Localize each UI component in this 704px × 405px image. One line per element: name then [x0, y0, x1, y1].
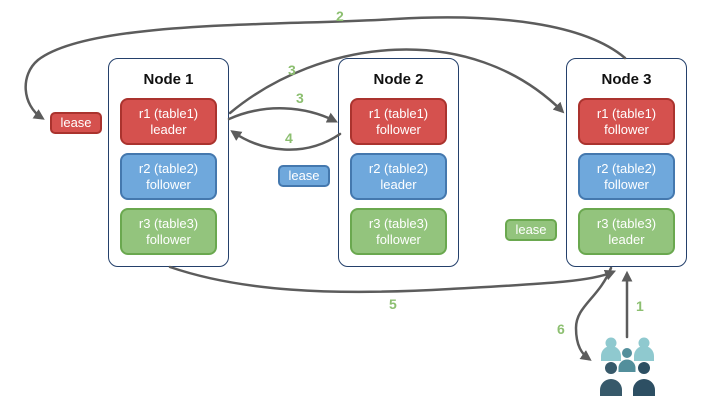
node-3-title: Node 3 [601, 71, 652, 88]
replica-label: r2 (table2) [368, 160, 429, 176]
step-3b-label: 3 [296, 90, 304, 106]
node-2-replica-r2: r2 (table2) leader [350, 153, 447, 200]
node-1-replica-r2: r2 (table2) follower [120, 153, 217, 200]
node-2-replica-r1: r1 (table1) follower [350, 98, 447, 145]
arrow-step-5 [168, 265, 617, 294]
node-1-replica-r1: r1 (table1) leader [120, 98, 217, 145]
replica-label: r1 (table1) [596, 105, 657, 121]
replica-label: r2 (table2) [138, 160, 199, 176]
lease-tag-r1: lease [50, 112, 102, 134]
replica-label: r2 (table2) [596, 160, 657, 176]
users-group-icon [600, 337, 655, 396]
replica-role: follower [376, 231, 421, 247]
node-3-box: Node 3 r1 (table1) follower r2 (table2) … [566, 58, 687, 267]
replica-role: leader [608, 231, 645, 247]
replica-role: leader [380, 176, 417, 192]
replica-role: leader [150, 121, 187, 137]
replica-label: r3 (table3) [596, 215, 657, 231]
replica-label: r1 (table1) [368, 105, 429, 121]
replica-role: follower [146, 176, 191, 192]
node-1-box: Node 1 r1 (table1) leader r2 (table2) fo… [108, 58, 229, 267]
node-3-replica-r1: r1 (table1) follower [578, 98, 675, 145]
replica-label: r1 (table1) [138, 105, 199, 121]
node-2-box: Node 2 r1 (table1) follower r2 (table2) … [338, 58, 459, 267]
step-3a-label: 3 [288, 62, 296, 78]
node-2-title: Node 2 [373, 71, 424, 88]
node-3-replica-r3: r3 (table3) leader [578, 208, 675, 255]
step-5-label: 5 [389, 296, 397, 312]
lease-tag-r2: lease [278, 165, 330, 187]
replica-role: follower [604, 121, 649, 137]
arrow-step-6 [574, 266, 613, 361]
node-1-title: Node 1 [143, 71, 194, 88]
lease-tag-r3: lease [505, 219, 557, 241]
node-1-replica-r3: r3 (table3) follower [120, 208, 217, 255]
replica-label: r3 (table3) [138, 215, 199, 231]
node-3-replica-r2: r2 (table2) follower [578, 153, 675, 200]
step-1-label: 1 [636, 298, 644, 314]
step-2-label: 2 [336, 8, 344, 24]
step-6-label: 6 [557, 321, 565, 337]
replica-role: follower [146, 231, 191, 247]
node-2-replica-r3: r3 (table3) follower [350, 208, 447, 255]
replica-role: follower [376, 121, 421, 137]
step-4-label: 4 [285, 130, 293, 146]
replica-label: r3 (table3) [368, 215, 429, 231]
arrow-step-3-to-node2 [227, 107, 338, 123]
replica-role: follower [604, 176, 649, 192]
